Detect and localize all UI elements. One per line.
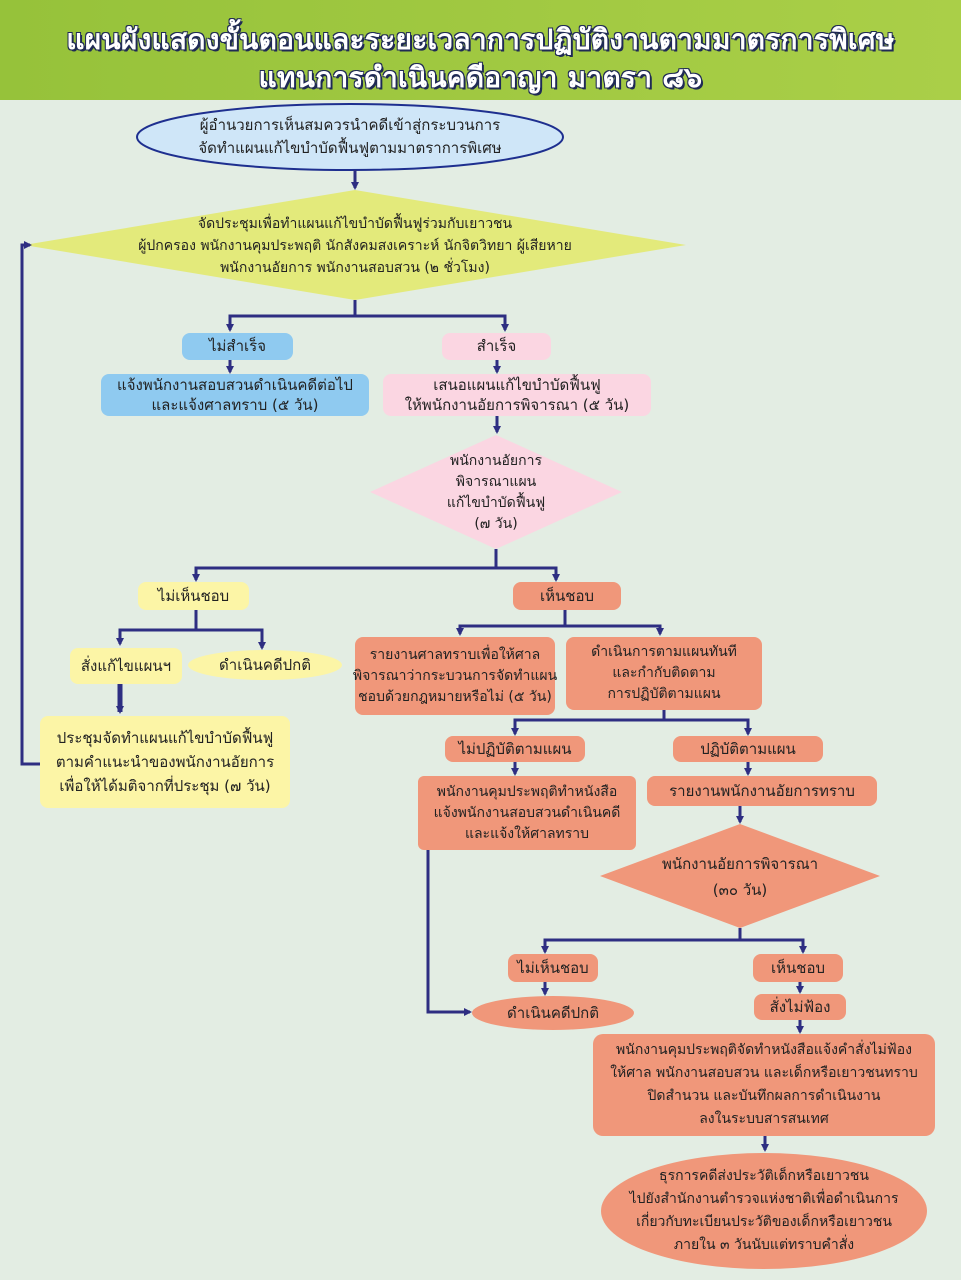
letter-to-normal	[426, 850, 472, 1016]
fail-action-line-1: แจ้งพนักงานสอบสวนดำเนินคดีต่อไป	[117, 376, 353, 394]
review-line-2: พิจารณาแผน	[455, 474, 537, 490]
title-line-1: แผนผังแสดงขั้นตอนและระยะเวลาการปฏิบัติงา…	[66, 23, 895, 56]
report-court-line-2: พิจารณาว่ากระบวนการจัดทำแผน	[352, 667, 558, 684]
loop-back	[20, 241, 42, 766]
execute-plan-line-3: การปฏิบัติตามแผน	[607, 686, 721, 702]
report-prosecutor-text: รายงานพนักงานอัยการทราบ	[669, 781, 855, 800]
review-split	[192, 549, 498, 582]
not-follow-label-text: ไม่ปฏิบัติตามแผน	[458, 739, 572, 758]
meeting-line-1: จัดประชุมเพื่อทำแผนแก้ไขบำบัดฟื้นฟูร่วมก…	[197, 216, 513, 232]
revise-meeting-line-1: ประชุมจัดทำแผนแก้ไขบำบัดฟื้นฟู	[56, 729, 274, 747]
probation-letter-line-3: และแจ้งให้ศาลทราบ	[464, 825, 590, 842]
notify-order-line-4: ลงในระบบสารสนเทศ	[699, 1111, 829, 1127]
follow-label-text: ปฏิบัติตามแผน	[700, 739, 796, 758]
notify-order-line-3: ปิดสำนวน และบันทึกผลการดำเนินงาน	[647, 1088, 881, 1104]
report-court-line-1: รายงานศาลทราบเพื่อให้ศาล	[369, 646, 541, 663]
agree-label-2-text: เห็นชอบ	[771, 958, 825, 977]
records-line-3: เกี่ยวกับทะเบียนประวัติของเด็กหรือเยาวชน	[636, 1214, 892, 1230]
review-diamond	[370, 435, 622, 549]
report-prosecutor: รายงานพนักงานอัยการทราบ	[647, 776, 877, 806]
revise-meeting-line-3: เพื่อให้ได้มติจากที่ประชุม (๗ วัน)	[59, 777, 271, 795]
consider-split	[541, 928, 742, 954]
records-line-1: ธุรการคดีส่งประวัติเด็กหรือเยาวชน	[659, 1168, 869, 1184]
normal-case-1: ดำเนินคดีปกติ	[188, 650, 342, 680]
fail-label: ไม่สำเร็จ	[182, 333, 293, 360]
agree-label-text: เห็นชอบ	[540, 586, 594, 605]
normal-case-1-text: ดำเนินคดีปกติ	[219, 655, 311, 674]
consider-line-1: พนักงานอัยการพิจารณา	[661, 855, 819, 873]
meeting-diamond	[24, 190, 686, 300]
success-label-text: สำเร็จ	[476, 337, 517, 355]
start-ellipse: ผู้อำนวยการเห็นสมควรนำคดีเข้าสู่กระบวนกา…	[137, 104, 563, 170]
revise-meeting: ประชุมจัดทำแผนแก้ไขบำบัดฟื้นฟู ตามคำแนะน…	[40, 716, 290, 808]
disagree-label: ไม่เห็นชอบ	[138, 582, 249, 610]
disagree-label-2: ไม่เห็นชอบ	[508, 954, 598, 982]
success-action-line-2: ให้พนักงานอัยการพิจารณา (๕ วัน)	[404, 396, 630, 414]
order-revise: สั่งแก้ไขแผนฯ	[70, 648, 182, 684]
fail-action: แจ้งพนักงานสอบสวนดำเนินคดีต่อไป และแจ้งศ…	[101, 374, 369, 416]
normal-case-2: ดำเนินคดีปกติ	[472, 996, 634, 1030]
consider-diamond	[600, 824, 880, 928]
meeting-line-3: พนักงานอัยการ พนักงานสอบสวน (๒ ชั่วโมง)	[220, 260, 490, 276]
records-line-4: ภายใน ๓ วันนับแต่ทราบคำสั่ง	[673, 1237, 855, 1253]
review-line-3: แก้ไขบำบัดฟื้นฟู	[446, 495, 546, 511]
report-court-line-3: ชอบด้วยกฎหมายหรือไม่ (๕ วัน)	[358, 688, 552, 705]
notify-order-line-2: ให้ศาล พนักงานสอบสวน และเด็กหรือเยาวชนทร…	[610, 1065, 918, 1081]
review-line-1: พนักงานอัยการ	[449, 453, 542, 469]
notify-order: พนักงานคุมประพฤติจัดทำหนังสือแจ้งคำสั่งไ…	[593, 1034, 935, 1136]
follow-label: ปฏิบัติตามแผน	[673, 736, 823, 762]
not-follow-label: ไม่ปฏิบัติตามแผน	[445, 736, 585, 762]
success-label: สำเร็จ	[442, 333, 551, 360]
fail-action-line-2: และแจ้งศาลทราบ (๕ วัน)	[151, 396, 319, 414]
execute-plan: ดำเนินการตามแผนทันที และกำกับติดตาม การป…	[566, 637, 762, 710]
agree-split	[456, 610, 567, 636]
success-action: เสนอแผนแก้ไขบำบัดฟื้นฟู ให้พนักงานอัยการ…	[383, 374, 651, 416]
no-prosecution-text: สั่งไม่ฟ้อง	[769, 997, 831, 1016]
meeting-split	[226, 300, 357, 332]
start-line-2: จัดทำแผนแก้ไขบำบัดฟื้นฟูตามมาตราการพิเศษ	[198, 139, 502, 157]
execute-split	[511, 710, 666, 736]
probation-letter: พนักงานคุมประพฤติทำหนังสือ แจ้งพนักงานสอ…	[418, 776, 636, 850]
title-bar: แผนผังแสดงขั้นตอนและระยะเวลาการปฏิบัติงา…	[0, 0, 961, 100]
fail-label-text: ไม่สำเร็จ	[209, 337, 266, 355]
success-action-line-1: เสนอแผนแก้ไขบำบัดฟื้นฟู	[433, 376, 601, 394]
records-ellipse: ธุรการคดีส่งประวัติเด็กหรือเยาวชน ไปยังส…	[601, 1153, 927, 1269]
review-line-4: (๗ วัน)	[474, 516, 518, 532]
records-line-2: ไปยังสำนักงานตำรวจแห่งชาติเพื่อดำเนินการ	[629, 1191, 899, 1207]
normal-case-2-text: ดำเนินคดีปกติ	[507, 1003, 599, 1022]
start-line-1: ผู้อำนวยการเห็นสมควรนำคดีเข้าสู่กระบวนกา…	[199, 116, 501, 134]
start-ellipse-shape	[136, 103, 564, 171]
prosecutor-consider: พนักงานอัยการพิจารณา (๓๐ วัน)	[650, 850, 830, 904]
agree-label-2: เห็นชอบ	[753, 954, 843, 982]
execute-plan-line-1: ดำเนินการตามแผนทันที	[591, 644, 737, 660]
meeting-node: จัดประชุมเพื่อทำแผนแก้ไขบำบัดฟื้นฟูร่วมก…	[24, 210, 686, 282]
probation-letter-line-1: พนักงานคุมประพฤติทำหนังสือ	[436, 783, 618, 800]
disagree-split	[116, 610, 198, 646]
revise-meeting-line-2: ตามคำแนะนำของพนักงานอัยการ	[55, 753, 275, 771]
order-revise-text: สั่งแก้ไขแผนฯ	[80, 656, 172, 675]
consider-line-2: (๓๐ วัน)	[712, 881, 768, 899]
prosecutor-review: พนักงานอัยการ พิจารณาแผน แก้ไขบำบัดฟื้นฟ…	[420, 450, 572, 536]
no-prosecution: สั่งไม่ฟ้อง	[754, 994, 846, 1020]
title-line-2: แทนการดำเนินคดีอาญา มาตรา ๘๖	[258, 61, 703, 94]
disagree-label-2-text: ไม่เห็นชอบ	[517, 958, 589, 977]
meeting-line-2: ผู้ปกครอง พนักงานคุมประพฤติ นักสังคมสงเค…	[138, 238, 572, 254]
agree-label: เห็นชอบ	[513, 582, 621, 610]
execute-plan-line-2: และกำกับติดตาม	[612, 665, 716, 681]
disagree-label-text: ไม่เห็นชอบ	[157, 586, 230, 605]
report-court: รายงานศาลทราบเพื่อให้ศาล พิจารณาว่ากระบว…	[352, 637, 558, 715]
probation-letter-line-2: แจ้งพนักงานสอบสวนดำเนินคดี	[433, 804, 621, 821]
notify-order-line-1: พนักงานคุมประพฤติจัดทำหนังสือแจ้งคำสั่งไ…	[616, 1042, 912, 1058]
